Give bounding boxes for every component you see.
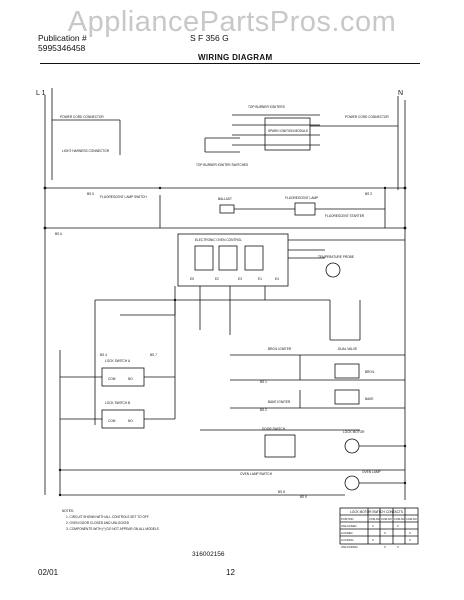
note-2: 2. OVEN DOOR CLOSED AND UNLOCKED — [66, 521, 130, 525]
lock-table-cell: X — [409, 538, 411, 542]
lock-table-cell: X — [384, 531, 386, 535]
lock-table-cell: LOCKED — [341, 531, 353, 535]
lock-table-cell: X — [409, 531, 411, 535]
lock-b-no: NO — [128, 419, 133, 423]
lock-table-header: COM-NC — [369, 517, 380, 521]
terminal-l1: L 1 — [36, 90, 46, 97]
label-oven-lamp: OVEN LAMP — [362, 470, 381, 474]
lock-table-title: LOCK MOTOR SWITCH CONTACTS — [350, 510, 403, 514]
footer-date: 02/01 — [38, 568, 59, 577]
lock-table-cell: X — [397, 545, 399, 549]
pin-bs5: BS 5 — [87, 192, 94, 196]
lock-table-header: COM-NC — [394, 517, 405, 521]
note-1: 1. CIRCUIT SHOWN WITH ALL CONTROLS SET T… — [66, 515, 149, 519]
pin-bs2: BS 2 — [260, 408, 267, 412]
lock-table-cell: X — [372, 538, 374, 542]
terminal-n: N — [398, 90, 403, 97]
label-temp-probe: TEMPERATURE PROBE — [318, 255, 354, 259]
label-door-switch: DOOR SWITCH — [262, 427, 286, 431]
lock-table-header: COM-NO — [406, 517, 417, 521]
label-power-cord-left: POWER CORD CONNECTOR — [60, 115, 104, 119]
pin-bs6: BS 6 — [55, 232, 62, 236]
pin-e3: E3 — [238, 277, 242, 281]
label-oven-control: ELECTRONIC OVEN CONTROL — [195, 238, 242, 242]
pin-bs8: BS 8 — [278, 490, 285, 494]
title-rule — [40, 63, 420, 64]
diagram-title: WIRING DIAGRAM — [198, 53, 273, 62]
model-number: S F 356 G — [190, 33, 229, 43]
lock-table-cell: LOCKING — [341, 538, 354, 542]
lock-table-cell: X — [384, 545, 386, 549]
lock-b-com: COM — [108, 419, 116, 423]
part-number: 316002156 — [192, 551, 225, 558]
pin-e2: E2 — [215, 277, 219, 281]
label-top-burner-igniters: TOP BURNER IGNITERS — [248, 105, 285, 109]
pin-bs4: BS 4 — [100, 353, 107, 357]
lock-table-cell: UNLOCKED — [341, 524, 357, 528]
lock-table-cell: X — [397, 524, 399, 528]
lock-table-cell: X — [372, 524, 374, 528]
notes-heading: NOTES: — [62, 509, 74, 513]
label-igniter-switches: TOP BURNER IGNITER SWITCHES — [196, 163, 248, 167]
publication-label: Publication # — [38, 33, 87, 43]
footer-page: 12 — [226, 568, 235, 577]
lock-table-header: COM-NO — [381, 517, 392, 521]
lock-a-no: NO — [128, 377, 133, 381]
label-bake: BAKE — [365, 397, 374, 401]
label-power-cord-right: POWER CORD CONNECTOR — [345, 115, 389, 119]
pin-bs7: BS 7 — [150, 353, 157, 357]
label-light-harness: LIGHT HARNESS CONNECTOR — [62, 149, 110, 153]
lock-a-com: COM — [108, 377, 116, 381]
label-lock-motor: LOCK MOTOR — [343, 430, 365, 434]
pin-bs9: BS 9 — [300, 495, 307, 499]
publication-number: 5995346458 — [38, 43, 86, 53]
pin-bs1: BS 1 — [260, 380, 267, 384]
pin-bs3: BS 3 — [365, 192, 372, 196]
pin-e5: E5 — [190, 277, 194, 281]
label-bake-igniter: BAKE IGNITER — [268, 400, 291, 404]
label-lock-switch-b: LOCK SWITCH B — [105, 401, 130, 405]
lock-table-cell: UNLOCKING — [341, 545, 358, 549]
label-dual-valve: DUAL VALVE — [338, 347, 357, 351]
label-spark-module: SPARK IGNITION MODULE — [268, 129, 308, 133]
pin-e1: E1 — [258, 277, 262, 281]
label-fluor-switch: FLUORESCENT LAMP SWITCH — [100, 195, 147, 199]
watermark: AppliancePartsPros.com — [67, 6, 397, 38]
label-fluor-starter: FLUORESCENT STARTER — [325, 214, 365, 218]
lock-table-header: POSITION — [341, 517, 354, 521]
label-broil-igniter: BROIL IGNITER — [268, 347, 292, 351]
note-3: 3. COMPONENTS WITH (*) DO NOT APPEAR ON … — [66, 527, 159, 531]
label-fluor-lamp: FLUORESCENT LAMP — [285, 196, 318, 200]
label-ballast: BALLAST — [218, 197, 232, 201]
label-lock-switch-a: LOCK SWITCH A — [105, 359, 131, 363]
label-broil: BROIL — [365, 370, 375, 374]
label-oven-lamp-switch: OVEN LAMP SWITCH — [240, 472, 273, 476]
pin-e4: E4 — [275, 277, 279, 281]
